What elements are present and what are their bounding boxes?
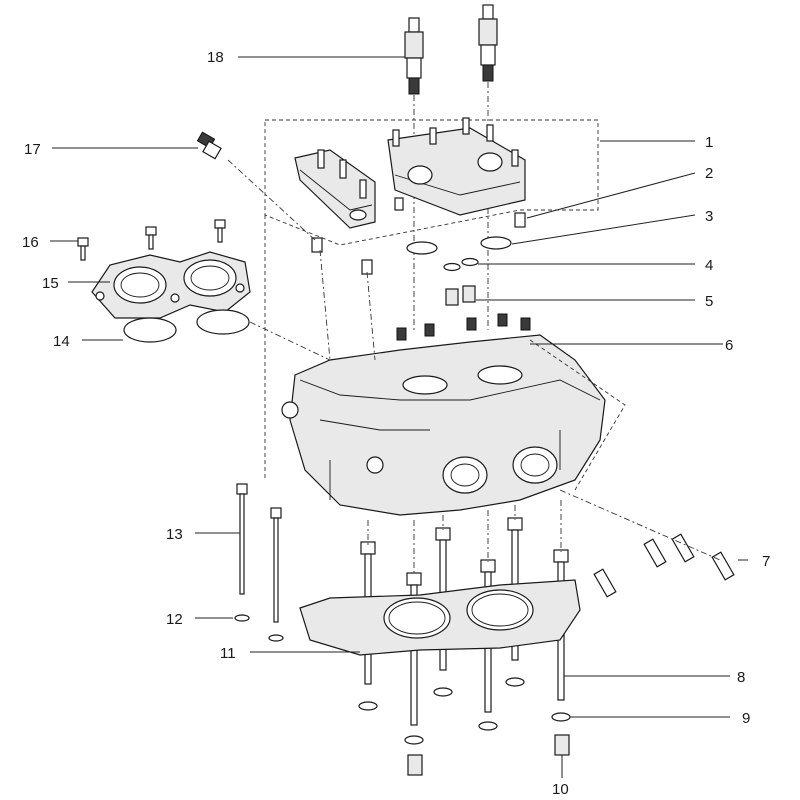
camshaft-carrier-group-outline (264, 119, 599, 480)
callout-6: 6 (725, 337, 733, 354)
lower-washers (358, 677, 571, 745)
spark-plug-left (404, 17, 424, 330)
callout-14: 14 (53, 333, 70, 350)
intake-centerline (249, 321, 331, 361)
camshaft-carrier-right (387, 117, 526, 216)
plugs (559, 489, 735, 598)
callout-16: 16 (22, 234, 39, 251)
spark-plug-right (478, 4, 498, 330)
temperature-sensor (196, 131, 316, 241)
callout-18: 18 (207, 49, 224, 66)
cylinder-head-body (281, 334, 626, 516)
callout-17: 17 (24, 141, 41, 158)
callout-1: 1 (705, 134, 713, 151)
centerlines (319, 249, 562, 575)
callout-labels: 18 1 2 3 4 5 6 7 8 9 10 11 12 13 14 15 1… (22, 49, 770, 798)
callout-7: 7 (762, 553, 770, 570)
callout-5: 5 (705, 293, 713, 310)
o-rings-large (406, 236, 512, 255)
lower-dowels (407, 734, 570, 776)
cap-nuts (396, 313, 531, 341)
callout-4: 4 (705, 257, 713, 274)
callout-15: 15 (42, 275, 59, 292)
callout-3: 3 (705, 208, 713, 225)
callout-13: 13 (166, 526, 183, 543)
long-bolts-left (234, 483, 284, 642)
callout-12: 12 (166, 611, 183, 628)
o-rings-small (443, 257, 479, 272)
callout-8: 8 (737, 669, 745, 686)
callout-9: 9 (742, 710, 750, 727)
bushings (445, 285, 476, 306)
intake-o-rings (123, 309, 250, 343)
intake-screws (77, 219, 226, 261)
camshaft-carrier-left (294, 149, 376, 229)
intake-manifold (91, 251, 251, 319)
callout-10: 10 (552, 781, 569, 798)
callout-11: 11 (220, 645, 236, 662)
callout-2: 2 (705, 165, 713, 182)
leader-lines (50, 56, 748, 778)
